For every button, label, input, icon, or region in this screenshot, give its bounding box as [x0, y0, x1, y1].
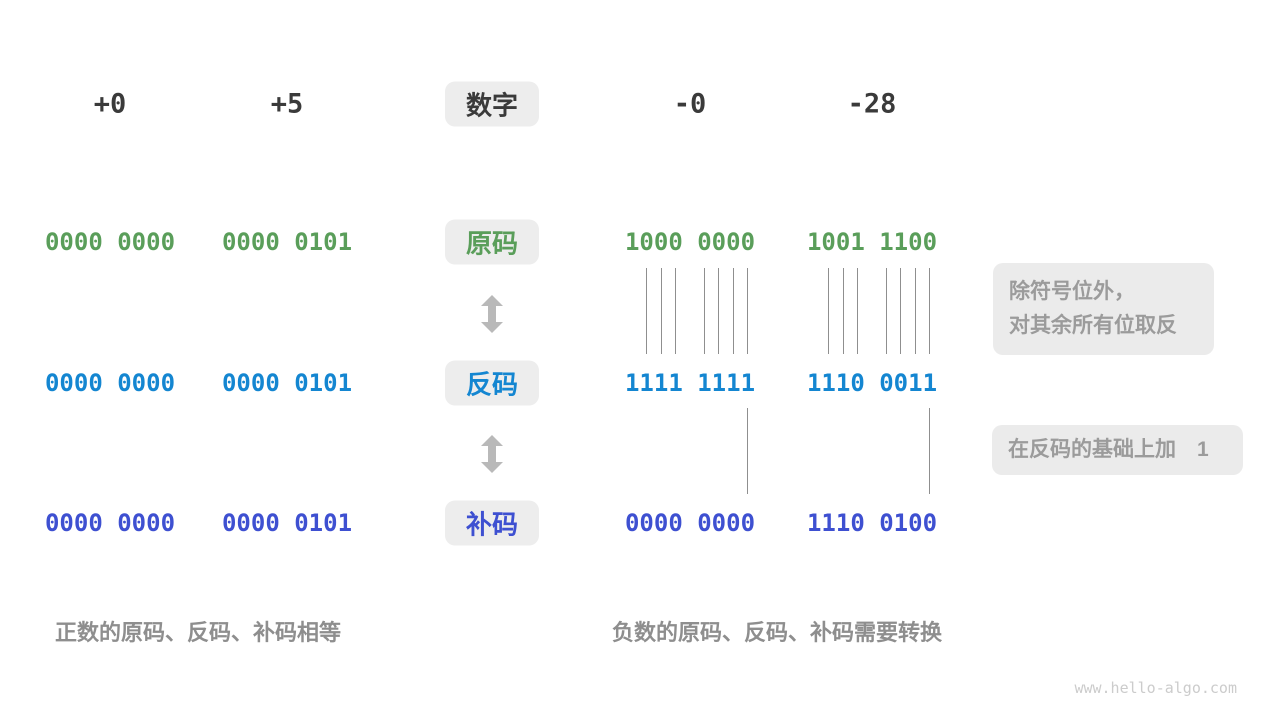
sign-magnitude-minus28: 1001 1100 — [806, 228, 938, 256]
invert-lines-minus0 — [625, 268, 755, 354]
row-label-sign-magnitude: 原码 — [445, 219, 539, 265]
twos-complement-minus0: 0000 0000 — [624, 509, 756, 537]
twos-complement-plus0: 0000 0000 — [44, 509, 176, 537]
double-arrow-icon — [481, 295, 503, 333]
sign-magnitude-plus5: 0000 0101 — [221, 228, 353, 256]
ones-complement-plus5: 0000 0101 — [221, 369, 353, 397]
header-value-minus0: -0 — [673, 88, 707, 120]
annotation-invert-line2: 对其余所有位取反 — [1009, 314, 1177, 337]
caption-negative-numbers: 负数的原码、反码、补码需要转换 — [612, 620, 943, 645]
annotation-invert-bits: 除符号位外， 对其余所有位取反 — [993, 263, 1214, 355]
row-label-ones-complement: 反码 — [445, 360, 539, 406]
sign-magnitude-plus0: 0000 0000 — [44, 228, 176, 256]
twos-complement-plus5: 0000 0101 — [221, 509, 353, 537]
add-one-line-minus0 — [747, 408, 748, 494]
header-value-minus28: -28 — [847, 88, 897, 120]
ones-complement-minus0: 1111 1111 — [624, 369, 756, 397]
annotation-invert-line1: 除符号位外， — [1009, 280, 1135, 304]
row-label-twos-complement: 补码 — [445, 500, 539, 546]
add-one-line-minus28 — [929, 408, 930, 494]
caption-positive-numbers: 正数的原码、反码、补码相等 — [55, 620, 342, 645]
invert-lines-minus28 — [807, 268, 937, 354]
annotation-add-one: 在反码的基础上加 1 — [992, 425, 1243, 475]
ones-complement-minus28: 1110 0011 — [806, 369, 938, 397]
header-value-plus5: +5 — [270, 88, 304, 120]
row-label-number: 数字 — [445, 81, 539, 127]
header-value-plus0: +0 — [93, 88, 127, 120]
twos-complement-minus28: 1110 0100 — [806, 509, 938, 537]
watermark-url: www.hello-algo.com — [1074, 679, 1237, 697]
double-arrow-icon — [481, 435, 503, 473]
sign-magnitude-minus0: 1000 0000 — [624, 228, 756, 256]
ones-complement-plus0: 0000 0000 — [44, 369, 176, 397]
